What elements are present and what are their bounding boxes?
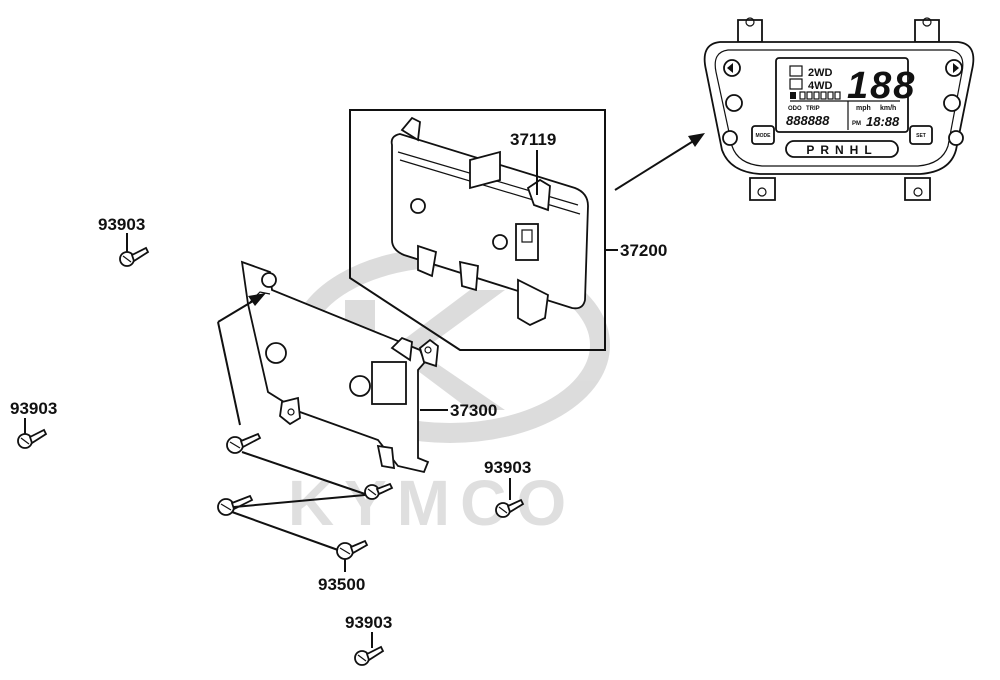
bracket-mount-leader (217, 321, 241, 426)
part-number-37200: 37200 (620, 241, 667, 260)
detail-arrow-head (688, 133, 705, 147)
screw-link-3 (231, 511, 339, 551)
lcd-kmh: km/h (880, 105, 896, 112)
lcd-mph: mph (856, 105, 871, 112)
gear-indicator: PRNHL (806, 143, 877, 157)
meter-face-detail (703, 17, 975, 201)
part-number-93903-d: 93903 (345, 613, 392, 632)
meter-assembly-box (349, 109, 606, 351)
screw-93500-a (226, 432, 262, 454)
detail-arrow-shaft (614, 139, 696, 191)
lcd-speed: 188 (847, 65, 916, 107)
lcd-4wd: 4WD (808, 80, 833, 92)
lcd-trip-label: TRIP (806, 106, 820, 112)
meter-bracket (240, 260, 439, 474)
part-number-93903-a: 93903 (98, 215, 145, 234)
screw-link-1 (241, 451, 366, 495)
meter-housing (390, 116, 589, 327)
lcd-drive-icon (789, 65, 803, 90)
bracket-mount-arrow-shaft (217, 297, 259, 323)
lcd-2wd: 2WD (808, 67, 833, 79)
lcd-clock: 18:88 (866, 114, 900, 129)
part-number-93500: 93500 (318, 575, 365, 594)
lcd-fuel-gauge (790, 91, 841, 100)
screw-93903-a (119, 246, 150, 267)
watermark-text: KYMCO (288, 467, 576, 539)
lcd-odometer: 888888 (786, 113, 830, 128)
part-number-37119: 37119 (510, 130, 556, 149)
screw-link-2 (233, 494, 366, 508)
screw-93903-b (17, 428, 48, 449)
screw-93903-c (495, 498, 525, 518)
part-number-93903-c: 93903 (484, 458, 531, 477)
screw-93500-b (364, 482, 394, 500)
part-number-37300: 37300 (450, 401, 497, 420)
lcd-odo-label: ODO (788, 106, 802, 112)
screw-93500-d (336, 539, 369, 560)
bracket-mount-arrow-head (248, 293, 266, 306)
lcd-clock-label: PM (852, 121, 861, 127)
screw-93903-d (354, 645, 385, 666)
part-number-93903-b: 93903 (10, 399, 57, 418)
set-button-label: SET (916, 133, 926, 139)
mode-button-label: MODE (756, 133, 772, 139)
